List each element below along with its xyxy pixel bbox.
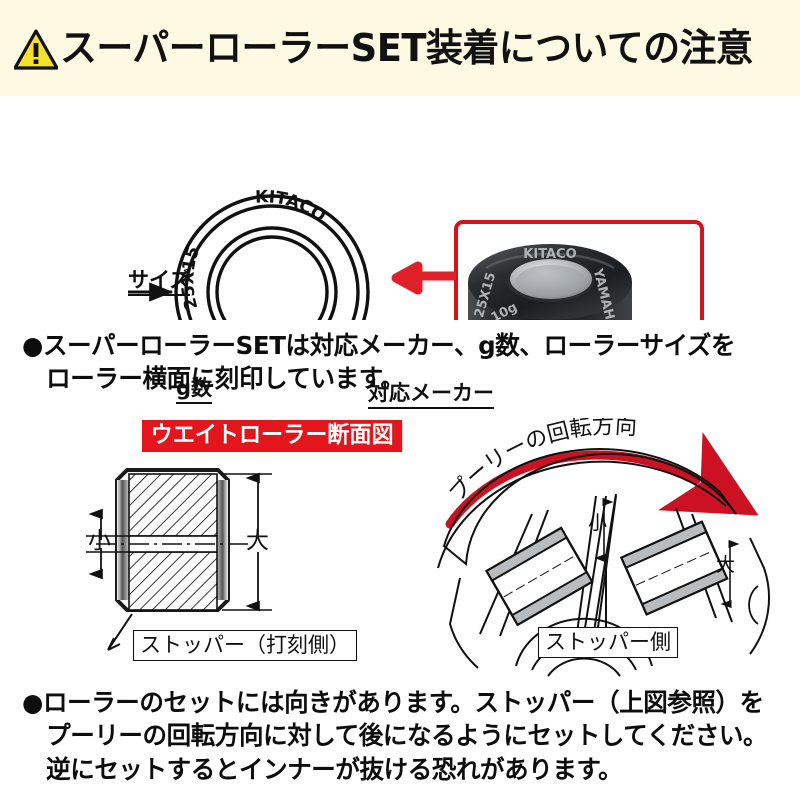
photo-engrave-brand: KITACO (523, 247, 576, 262)
dimension-large (222, 472, 272, 612)
instruction-paragraph-1: ●スーパーローラーSETは対応メーカー、g数、ローラーサイズを ローラー横面に刻… (22, 331, 736, 394)
roller-photo: KITACO 25X15 10g YAMAHA (468, 244, 632, 320)
dimension-small (86, 508, 131, 580)
opposite-edge-shading (216, 480, 228, 600)
ring-diagram-canvas: KITACO 25X15 10g YAMAHA KITAC (128, 187, 704, 320)
roller-in-slot-right (619, 520, 729, 616)
roller-body-lower (128, 551, 218, 611)
callout-size: サイズ (128, 268, 191, 296)
pulley-dim-large (720, 539, 759, 625)
stopper-stamped-side-label: ストッパー（打刻側） (133, 630, 357, 662)
callout-maker-label: 対応メーカー (368, 381, 494, 409)
pulley-canvas: プーリーの回転方向 (437, 418, 771, 677)
highlight-arrow (391, 261, 456, 295)
warning-header: スーパーローラーSET装着についての注意 (0, 0, 800, 96)
roller-face-diagram: KITACO 25X15 10g YAMAHA KITAC (0, 100, 800, 409)
callout-maker: 対応メーカー (368, 381, 494, 409)
roller-body-upper (128, 473, 218, 537)
roller-face-rings (174, 194, 370, 320)
stopper-side-label: ストッパー側 (538, 627, 678, 659)
stopper-leader-line (107, 613, 133, 651)
dim-small-label: 小 (88, 528, 111, 554)
cross-section-canvas (86, 468, 272, 651)
instruction-paragraph-2: ●ローラーのセットには向きがあります。ストッパー（上図参照）を プーリーの回転方… (22, 688, 768, 784)
cross-section-diagram: ウエイトローラー断面図 (0, 418, 420, 680)
page-title: スーパーローラーSET装着についての注意 (60, 26, 753, 70)
photo-highlight (391, 220, 704, 320)
pulley-diagram: プーリーの回転方向 (420, 418, 800, 680)
callout-size-label: サイズ (128, 268, 191, 296)
warning-triangle-icon (14, 29, 58, 70)
dim-large-label: 大 (246, 528, 269, 554)
roller-in-slot-left (484, 526, 594, 627)
callout-grams-label: g数 (176, 376, 213, 404)
pulley-dim-small-label: 小 (588, 512, 608, 534)
ring-leader-lines (128, 282, 174, 302)
pulley-dim-large-label: 大 (716, 554, 736, 576)
cross-section-banner: ウエイトローラー断面図 (142, 420, 403, 453)
stopper-edge-shading (117, 480, 129, 600)
callout-grams: g数 (176, 376, 213, 404)
